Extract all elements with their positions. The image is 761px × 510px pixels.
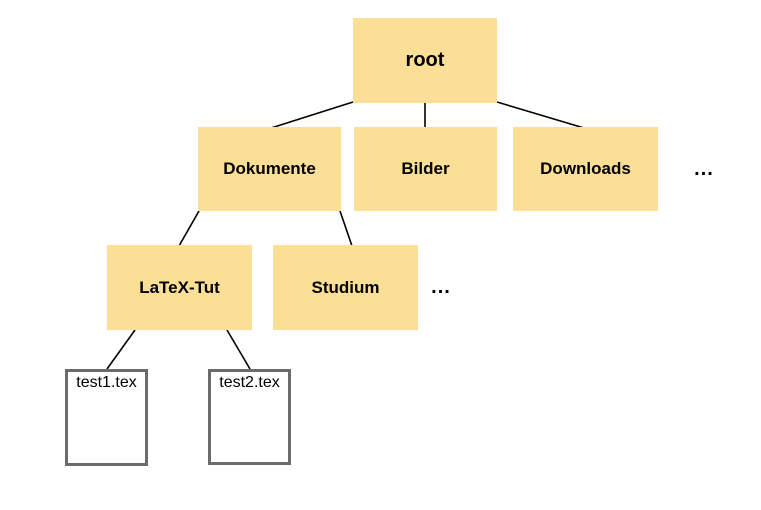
node-latex-tut-label: LaTeX-Tut — [139, 277, 220, 297]
node-test1-tex: test1.tex — [65, 369, 148, 466]
ellipsis-more-root-children: ... — [694, 157, 714, 180]
edge-latextut-test2 — [226, 329, 251, 370]
edge-dokumente-latextut — [178, 210, 200, 247]
node-downloads: Downloads — [513, 127, 658, 211]
node-downloads-label: Downloads — [540, 159, 631, 178]
node-bilder: Bilder — [354, 127, 497, 211]
node-studium: Studium — [273, 245, 418, 330]
node-dokumente: Dokumente — [198, 127, 341, 211]
node-root: root — [353, 18, 497, 103]
ellipsis-more-dokumente-children: ... — [431, 276, 451, 298]
node-dokumente-label: Dokumente — [223, 159, 316, 178]
edge-latextut-test1 — [106, 329, 136, 370]
node-test2-tex: test2.tex — [208, 369, 291, 465]
node-bilder-label: Bilder — [401, 159, 450, 178]
node-latex-tut: LaTeX-Tut — [107, 245, 252, 330]
edge-root-dokumente — [270, 101, 354, 129]
node-test1-tex-label: test1.tex — [76, 374, 137, 391]
node-studium-label: Studium — [311, 277, 380, 297]
node-test2-tex-label: test2.tex — [219, 374, 280, 391]
edge-root-downloads — [496, 101, 585, 129]
node-root-label: root — [405, 49, 445, 71]
edge-dokumente-studium — [339, 210, 353, 247]
